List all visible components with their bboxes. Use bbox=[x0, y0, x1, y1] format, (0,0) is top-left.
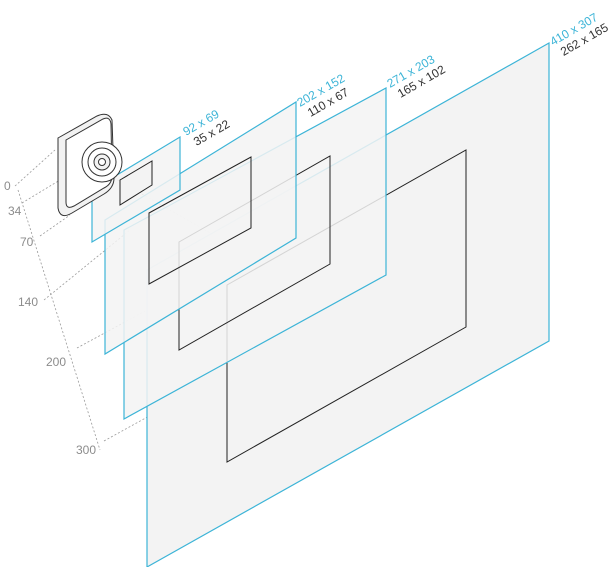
plane-3-labels: 271 x 203 165 x 102 bbox=[385, 52, 448, 101]
camera-icon bbox=[57, 113, 123, 217]
plane-1-labels: 92 x 69 35 x 22 bbox=[181, 107, 233, 149]
distance-label-140: 140 bbox=[18, 295, 38, 309]
image-frame-1 bbox=[119, 160, 153, 206]
guide-line-70 bbox=[39, 214, 71, 237]
fov-frame-4 bbox=[146, 41, 550, 567]
plane-4-labels: 410 x 307 262 x 165 bbox=[548, 10, 611, 59]
distance-label-34: 34 bbox=[8, 204, 22, 218]
distance-label-70: 70 bbox=[20, 235, 34, 249]
distance-labels: 0 34 70 140 200 300 bbox=[4, 179, 96, 457]
guide-axis bbox=[17, 189, 101, 451]
image-frame-2 bbox=[148, 156, 252, 285]
fov-frame-2 bbox=[104, 100, 297, 356]
distance-label-300: 300 bbox=[76, 443, 96, 457]
guide-line-0 bbox=[14, 149, 56, 187]
distance-label-200: 200 bbox=[46, 355, 66, 369]
guide-line-34 bbox=[21, 179, 61, 204]
distance-label-0: 0 bbox=[4, 179, 11, 193]
fov-plane-2 bbox=[104, 100, 297, 356]
fov-plane-1 bbox=[91, 135, 181, 244]
